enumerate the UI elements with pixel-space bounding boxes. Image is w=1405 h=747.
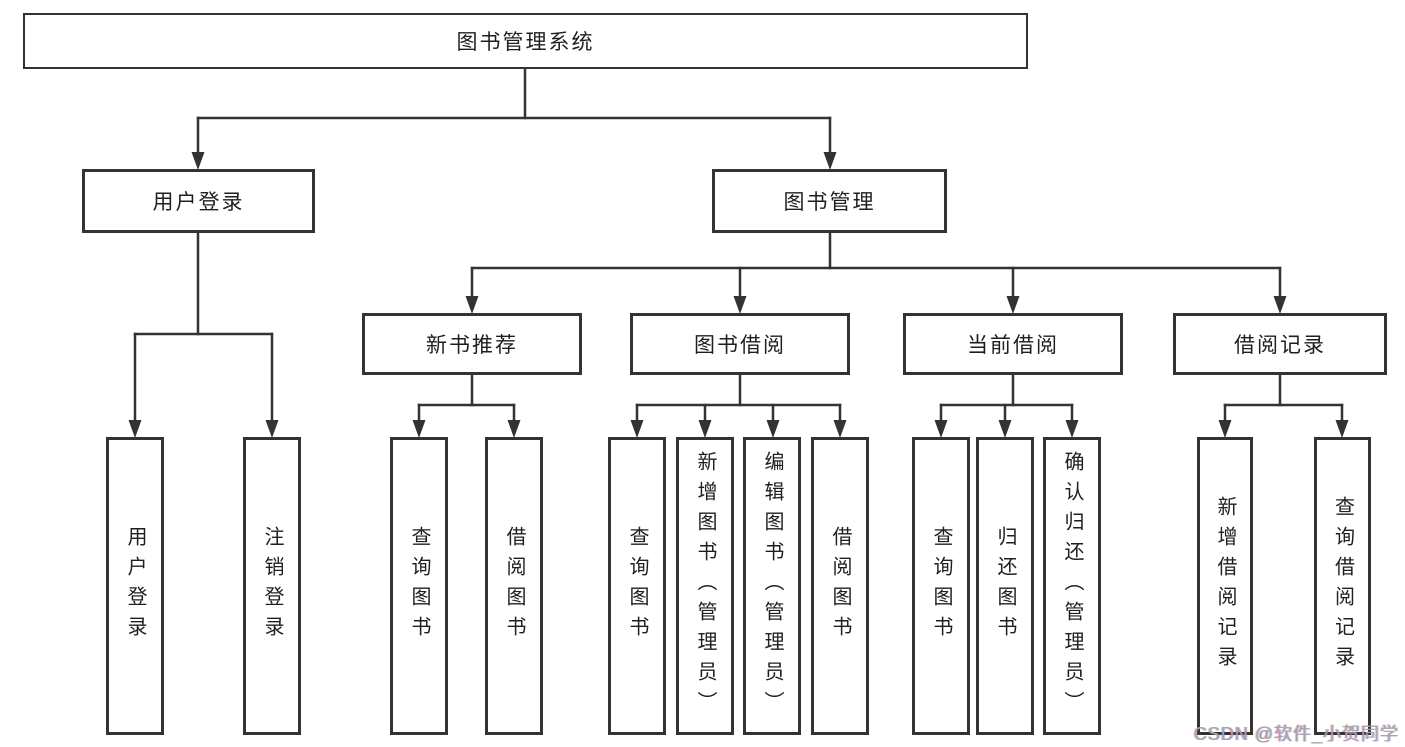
node-current-borrowing: 当前借阅 bbox=[903, 313, 1123, 375]
leaf-return-books: 归还图书 bbox=[976, 437, 1034, 735]
leaf-add-books-admin: 新增图书（管理员） bbox=[676, 437, 734, 735]
leaf-query-books: 查询图书 bbox=[912, 437, 970, 735]
node-borrow-records: 借阅记录 bbox=[1173, 313, 1387, 375]
connector-book-borrow bbox=[630, 373, 847, 438]
leaf-logout: 注销登录 bbox=[243, 437, 301, 735]
leaf-borrow-books: 借阅图书 bbox=[485, 437, 543, 735]
leaf-confirm-return-admin: 确认归还（管理员） bbox=[1043, 437, 1101, 735]
leaf-query-borrow-record: 查询借阅记录 bbox=[1314, 437, 1371, 735]
connector-user-login bbox=[128, 231, 279, 438]
leaf-query-books: 查询图书 bbox=[608, 437, 666, 735]
node-library-system: 图书管理系统 bbox=[23, 13, 1028, 69]
node-book-management: 图书管理 bbox=[712, 169, 947, 233]
leaf-add-borrow-record: 新增借阅记录 bbox=[1197, 437, 1253, 735]
csdn-watermark: CSDN @软件_小贺同学 bbox=[1193, 724, 1399, 744]
leaf-borrow-books: 借阅图书 bbox=[811, 437, 869, 735]
node-new-book-recommend: 新书推荐 bbox=[362, 313, 582, 375]
leaf-edit-books-admin: 编辑图书（管理员） bbox=[743, 437, 801, 735]
connector-book-mgmt bbox=[465, 231, 1287, 314]
node-book-borrowing: 图书借阅 bbox=[630, 313, 850, 375]
connector-current-borrow bbox=[934, 373, 1079, 438]
connector-borrow-records bbox=[1218, 373, 1349, 438]
leaf-query-books: 查询图书 bbox=[390, 437, 448, 735]
connector-new-books bbox=[412, 373, 521, 438]
leaf-user-login: 用户登录 bbox=[106, 437, 164, 735]
node-user-login: 用户登录 bbox=[82, 169, 315, 233]
connector-root bbox=[191, 67, 837, 170]
